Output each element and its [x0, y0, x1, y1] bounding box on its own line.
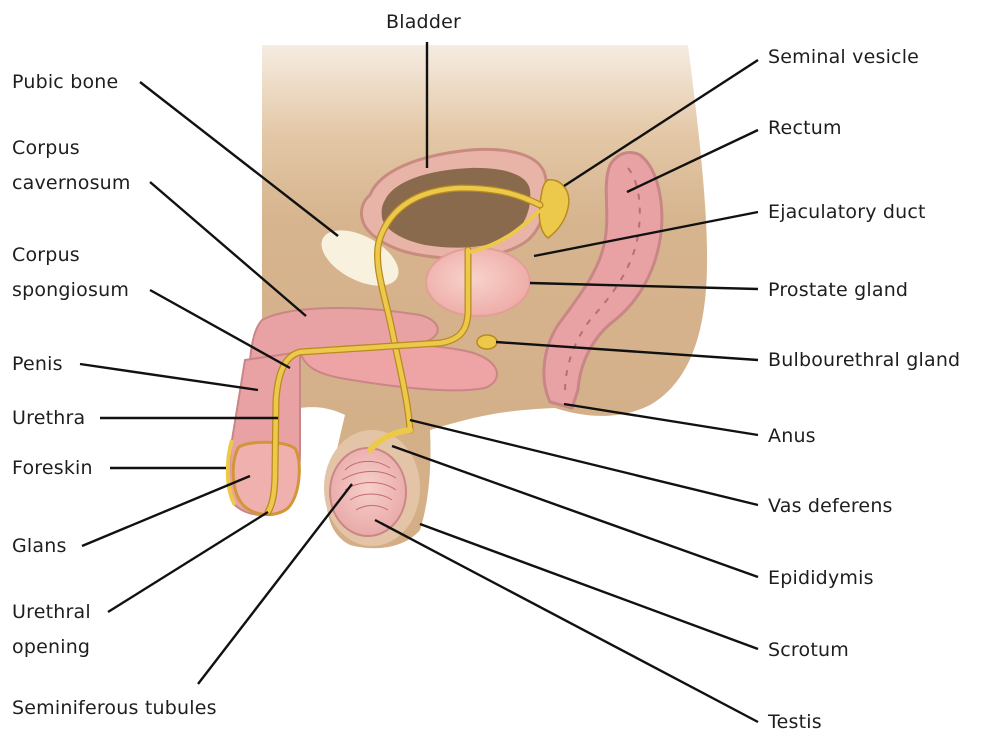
label-seminal-vesicle: Seminal vesicle: [768, 45, 919, 69]
label-glans: Glans: [12, 534, 67, 558]
label-epididymis: Epididymis: [768, 566, 874, 590]
label-corpus-spongiosum-line2: spongiosum: [12, 278, 129, 302]
label-rectum: Rectum: [768, 116, 842, 140]
leader-urethral-opening: [108, 512, 268, 612]
label-ejaculatory-duct: Ejaculatory duct: [768, 200, 926, 224]
label-penis: Penis: [12, 352, 63, 376]
label-scrotum: Scrotum: [768, 638, 849, 662]
leader-penis: [80, 364, 258, 390]
label-corpus-cavernosum-line1: Corpus: [12, 136, 80, 160]
prostate-shape: [426, 248, 530, 316]
leader-vas-deferens: [410, 420, 758, 505]
bulbourethral-gland-shape: [477, 335, 497, 349]
label-pubic-bone: Pubic bone: [12, 70, 118, 94]
label-testis: Testis: [768, 710, 822, 734]
label-corpus-spongiosum-line1: Corpus: [12, 243, 80, 267]
label-urethral-opening-line2: opening: [12, 635, 90, 659]
leader-testis: [375, 520, 758, 722]
label-foreskin: Foreskin: [12, 456, 93, 480]
label-prostate-gland: Prostate gland: [768, 278, 908, 302]
label-urethral-opening-line1: Urethral: [12, 600, 91, 624]
leader-glans: [82, 476, 250, 546]
label-anus: Anus: [768, 424, 816, 448]
label-seminiferous-tubules: Seminiferous tubules: [12, 696, 217, 720]
label-corpus-cavernosum-line2: cavernosum: [12, 171, 131, 195]
label-bladder: Bladder: [386, 10, 461, 34]
leader-anus: [564, 404, 758, 435]
leader-scrotum: [420, 524, 758, 649]
label-urethra: Urethra: [12, 406, 85, 430]
label-bulbourethral-gland: Bulbourethral gland: [768, 348, 960, 372]
label-vas-deferens: Vas deferens: [768, 494, 893, 518]
